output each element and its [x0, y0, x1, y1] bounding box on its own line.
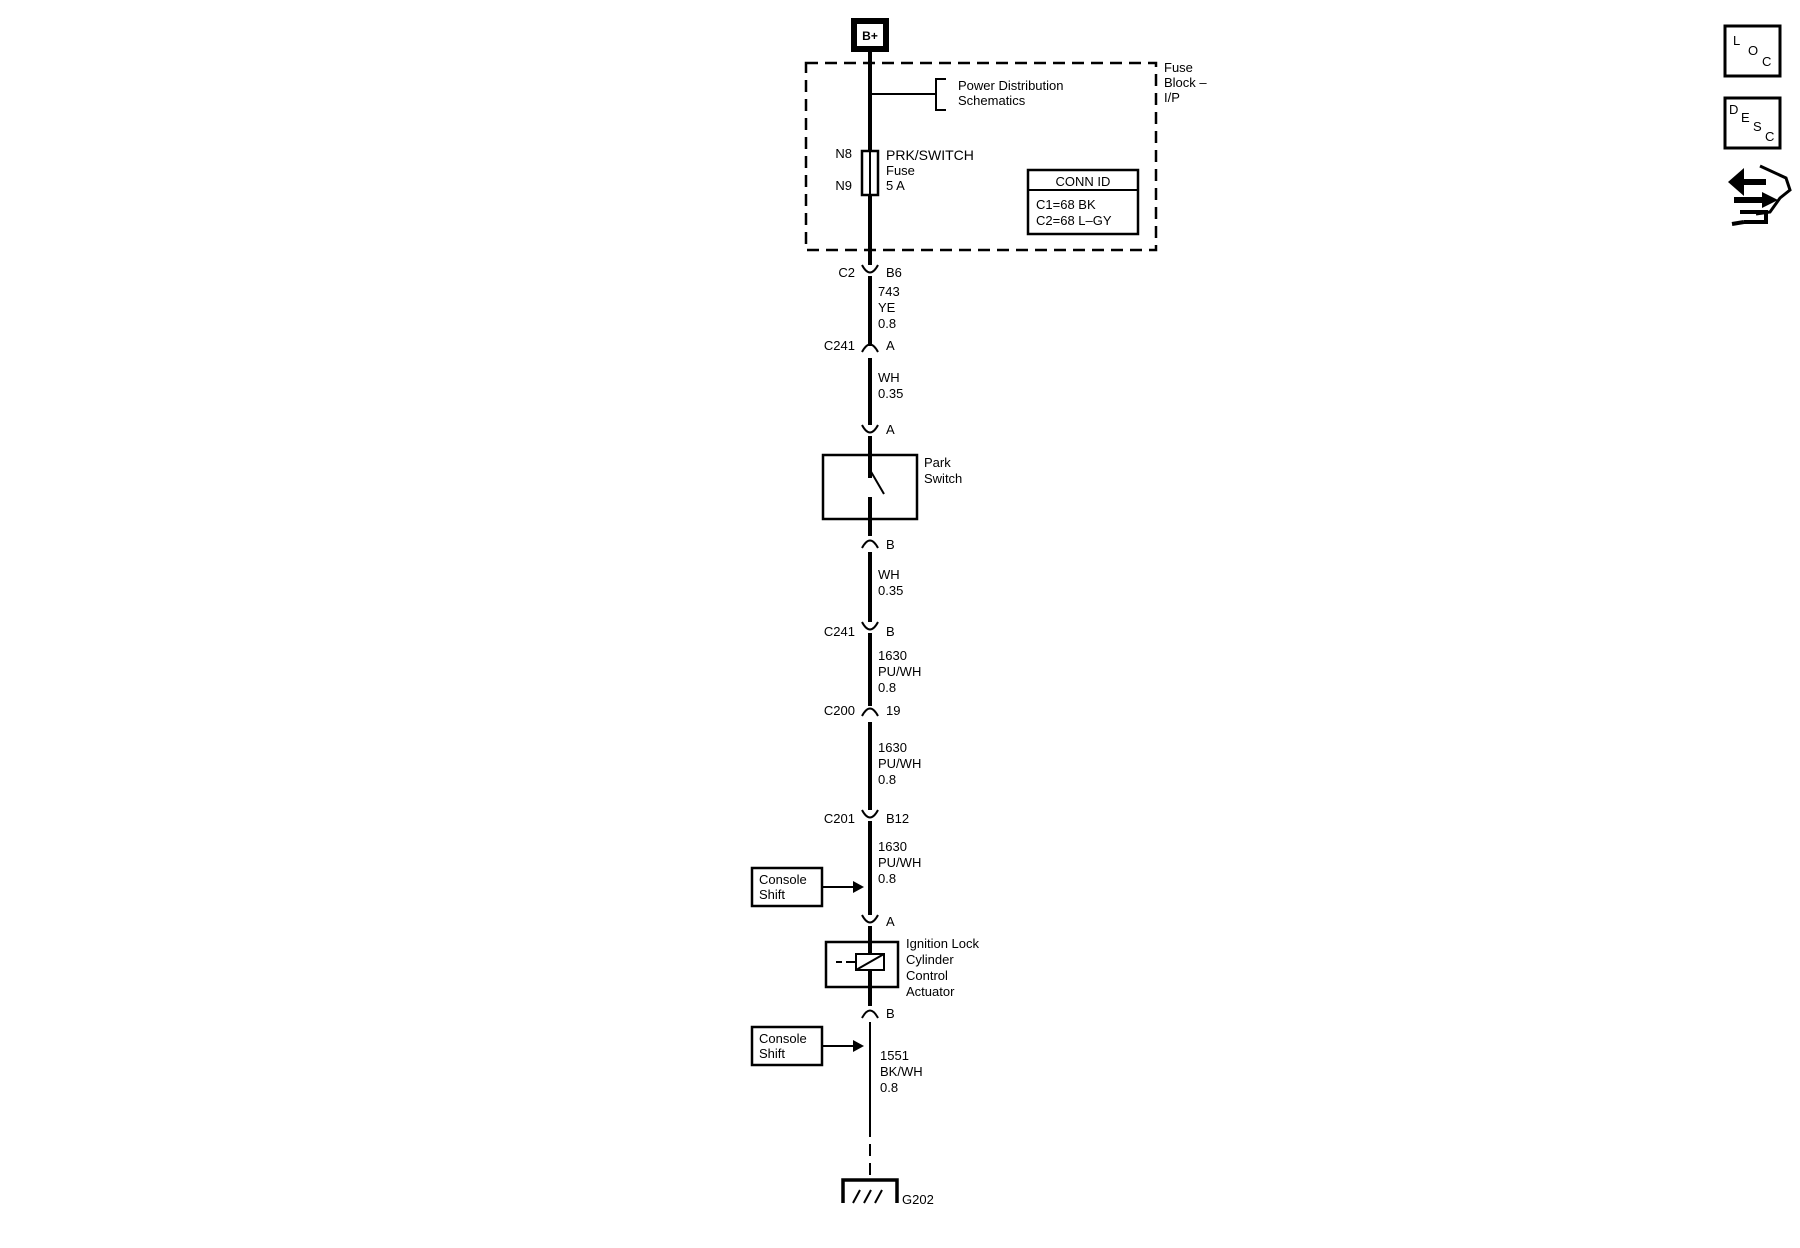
desc-letter-s: S [1753, 119, 1762, 134]
connector-pin: B [886, 1006, 895, 1021]
power-distribution-ref-1[interactable]: Power Distribution [958, 78, 1064, 93]
actuator-label-2: Cylinder [906, 952, 954, 967]
park-switch[interactable]: Park Switch [821, 453, 962, 521]
wire-label-wh-2: WH 0.35 [878, 567, 903, 598]
wire-circuit: 1630 [878, 740, 907, 755]
actuator-label-4: Actuator [906, 984, 955, 999]
ignition-lock-actuator[interactable]: Ignition Lock Cylinder Control Actuator [824, 936, 979, 999]
wire-color: PU/WH [878, 756, 921, 771]
console-shift-ref-2[interactable]: Console Shift [750, 1025, 864, 1067]
park-switch-label-2: Switch [924, 471, 962, 486]
ground-label: G202 [902, 1192, 934, 1207]
connector-pin: A [886, 914, 895, 929]
wire-circuit: 743 [878, 284, 900, 299]
connector-name: C201 [824, 811, 855, 826]
connector-park-switch-a: A [861, 422, 895, 437]
connector-pin: A [886, 338, 895, 353]
power-distribution-ref-2[interactable]: Schematics [958, 93, 1026, 108]
fuse-rating: 5 A [886, 178, 905, 193]
wire-label-743: 743 YE 0.8 [878, 284, 900, 331]
fuse-block: Fuse Block – I/P Power Distribution Sche… [804, 60, 1207, 252]
wire-circuit: 1630 [878, 839, 907, 854]
wire-circuit: 1630 [878, 648, 907, 663]
connector-c201-b12: C201 B12 [824, 809, 909, 826]
fuse-pin-bottom: N9 [835, 178, 852, 193]
loc-letter-c: C [1762, 54, 1771, 69]
connector-park-switch-b: B [861, 537, 895, 552]
connector-c2-b6: C2 B6 [838, 264, 902, 280]
fuse-name: PRK/SWITCH [886, 147, 974, 163]
connector-pin: B6 [886, 265, 902, 280]
loc-button[interactable]: L O C [1723, 24, 1782, 78]
connector-name: C2 [838, 265, 855, 280]
connector-pin: B12 [886, 811, 909, 826]
console-shift-label-1: Console [759, 872, 807, 887]
conn-id-box: CONN ID C1=68 BK C2=68 L–GY [1026, 168, 1140, 236]
wire-label-1630-2: 1630 PU/WH 0.8 [878, 740, 921, 787]
connector-c241-a: C241 A [824, 338, 895, 353]
fuse-block-title-2: Block – [1164, 75, 1207, 90]
wire-size: 0.8 [878, 316, 896, 331]
wire-size: 0.35 [878, 583, 903, 598]
console-shift-label-1: Console [759, 1031, 807, 1046]
desc-letter-e: E [1741, 110, 1750, 125]
wire-color: BK/WH [880, 1064, 923, 1079]
wire-size: 0.8 [880, 1080, 898, 1095]
conn-id-title: CONN ID [1056, 174, 1111, 189]
arrow-right-icon [853, 1040, 864, 1052]
connector-pin: 19 [886, 703, 900, 718]
connector-name: C241 [824, 624, 855, 639]
console-shift-ref-1[interactable]: Console Shift [750, 866, 864, 908]
console-shift-label-2: Shift [759, 1046, 785, 1061]
desc-button[interactable]: D E S C [1723, 96, 1782, 150]
connector-actuator-a: A [861, 914, 895, 929]
conn-id-line-1: C1=68 BK [1036, 197, 1096, 212]
fuse-word: Fuse [886, 163, 915, 178]
actuator-label-3: Control [906, 968, 948, 983]
connector-pin: A [886, 422, 895, 437]
connector-pin: B [886, 624, 895, 639]
conn-id-line-2: C2=68 L–GY [1036, 213, 1112, 228]
wire-label-1630-1: 1630 PU/WH 0.8 [878, 648, 921, 695]
battery-source: B+ [851, 18, 889, 52]
wire-label-wh-1: WH 0.35 [878, 370, 903, 401]
ground-g202: G202 [841, 1178, 934, 1207]
connector-end-view-icon[interactable] [1728, 164, 1792, 226]
wire-label-1551: 1551 BK/WH 0.8 [880, 1048, 923, 1095]
connector-c241-b: C241 B [824, 621, 895, 639]
connector-actuator-b: B [861, 1006, 895, 1021]
connector-name: C200 [824, 703, 855, 718]
connector-c200-19: C200 19 [824, 703, 901, 718]
fuse-block-title-3: I/P [1164, 90, 1180, 105]
connector-name: C241 [824, 338, 855, 353]
wire-size: 0.8 [878, 680, 896, 695]
console-shift-label-2: Shift [759, 887, 785, 902]
wire-circuit: 1551 [880, 1048, 909, 1063]
wire-color: YE [878, 300, 896, 315]
actuator-label-1: Ignition Lock [906, 936, 979, 951]
park-switch-label-1: Park [924, 455, 951, 470]
fuse-pin-top: N8 [835, 146, 852, 161]
wire-label-1630-3: 1630 PU/WH 0.8 [878, 839, 921, 886]
arrow-right-icon [853, 881, 864, 893]
connector-pin: B [886, 537, 895, 552]
desc-letter-c: C [1765, 129, 1774, 144]
desc-letter-d: D [1729, 102, 1738, 117]
battery-source-label: B+ [862, 29, 878, 43]
wire-color: WH [878, 370, 900, 385]
wire-size: 0.8 [878, 871, 896, 886]
wire-size: 0.8 [878, 772, 896, 787]
fuse-block-title-1: Fuse [1164, 60, 1193, 75]
loc-letter-o: O [1748, 43, 1758, 58]
loc-letter-l: L [1733, 33, 1740, 48]
wire-color: PU/WH [878, 855, 921, 870]
wire-color: WH [878, 567, 900, 582]
wire-size: 0.35 [878, 386, 903, 401]
wire-color: PU/WH [878, 664, 921, 679]
